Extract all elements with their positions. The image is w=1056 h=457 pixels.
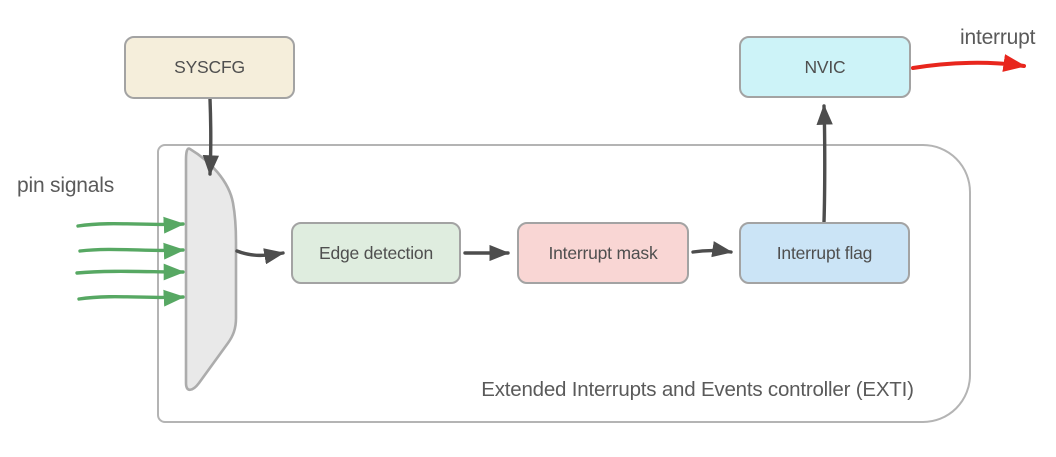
nvic-label: NVIC — [804, 56, 846, 77]
syscfg-box: SYSCFG — [124, 36, 295, 99]
interrupt-mask-box: Interrupt mask — [517, 222, 689, 284]
exti-container-outline — [157, 144, 971, 423]
interrupt-flag-box: Interrupt flag — [739, 222, 910, 284]
edge-detection-label: Edge detection — [319, 242, 433, 263]
interrupt-label: interrupt — [960, 26, 1036, 49]
exti-caption: Extended Interrupts and Events controlle… — [481, 378, 914, 401]
nvic-interrupt-output-arrow — [911, 54, 1026, 72]
interrupt-flag-label: Interrupt flag — [776, 242, 873, 263]
pin-signals-label: pin signals — [17, 174, 115, 197]
nvic-box: NVIC — [739, 36, 911, 98]
interrupt-mask-label: Interrupt mask — [548, 242, 658, 263]
edge-detection-box: Edge detection — [291, 222, 461, 284]
syscfg-label: SYSCFG — [174, 57, 245, 77]
